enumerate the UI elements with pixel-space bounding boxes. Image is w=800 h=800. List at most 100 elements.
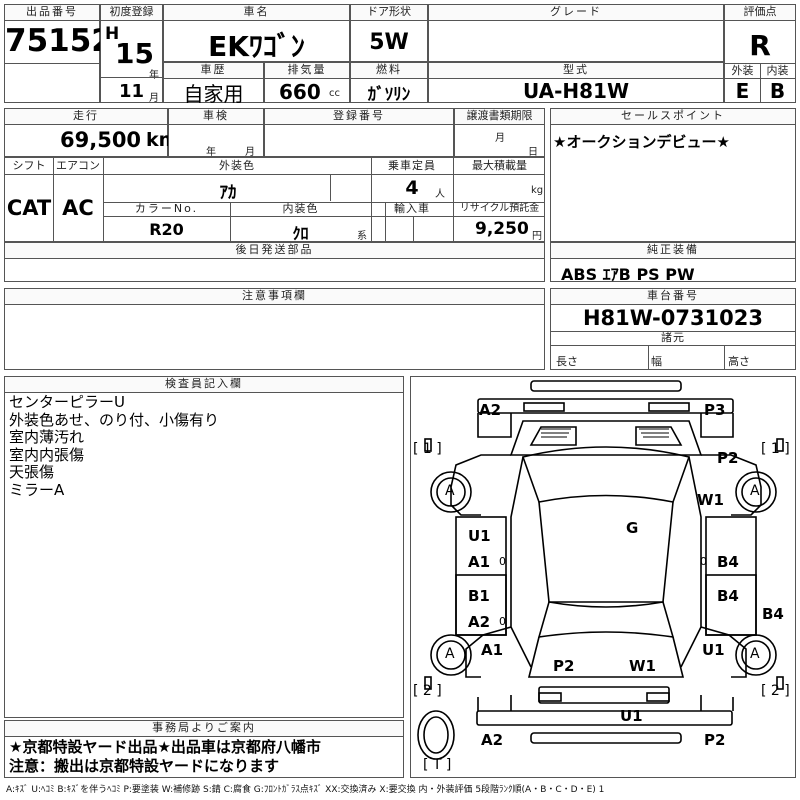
color-no-label: カラーNo. [134,202,199,215]
max-load-label: 最大積載量 [472,159,527,172]
mileage-label: 走行 [5,109,167,125]
aircon: AC [62,196,94,220]
bracket-t: [ T ] [423,757,452,773]
chassis-number: H81W-0731023 [582,306,764,330]
inspector-box: 検査員記入欄 センターピラーU 外装色あせ、のり付、小傷有り 室内薄汚れ 室内内… [4,376,404,718]
tyre-fr: A [750,483,760,499]
mark-fr-fender: W1 [697,491,724,509]
month-unit: 月 [149,93,159,104]
mark-rear-right: P2 [704,731,726,749]
genuine-equipment: ABS ｴｱB PS PW [561,265,695,284]
inspector-label: 検査員記入欄 [5,377,403,393]
bracket-2-left: [ 2 ] [413,683,442,699]
car-diagram: A2 P3 P2 W1 G U1 A1 B1 A2 B4 B4 B4 A1 U1… [410,376,796,778]
transfer-day-unit: 日 [528,147,538,158]
height-label: 高さ [728,355,750,368]
score-value: R [749,29,771,62]
first-reg-label: 初度登録 [101,5,162,21]
note-line: 外装色あせ、のり付、小傷有り [9,410,220,429]
int-score: B [769,79,786,103]
chassis-box: 車台番号 H81W-0731023 諸元 長さ 幅 高さ [550,288,796,370]
width-label: 幅 [651,355,662,368]
note-line: ミラーA [9,480,65,499]
reg-month: 11 [119,81,145,102]
lot-box: 出品番号 75152 [4,4,113,103]
later-parts-label: 後日発送部品 [5,243,544,259]
recycle-label: リサイクル預託金 [459,203,540,214]
model-box: 型式 UA-H81W [428,62,724,103]
shift-label: シフト [12,159,46,172]
aircon-label: エアコン [56,159,100,172]
genuine-label: 純正装備 [551,243,795,259]
shift: CAT [6,196,52,220]
capacity-label: 乗車定員 [388,159,436,172]
recycle-unit: 円 [532,231,542,242]
transfer-month-unit: 月 [495,133,505,144]
grade-label: グレード [429,5,723,21]
note-line: 天張傷 [9,463,55,481]
recycle: 9,250 [475,219,529,239]
year-unit: 年 [149,70,159,81]
legend: A:ｷｽﾞ U:ﾍｺﾐ B:ｷｽﾞを伴うﾍｺﾐ P:要塗装 W:補修跡 S:錆 … [6,785,605,795]
lot-label: 出品番号 [5,5,99,21]
mark-left-door-a: A1 [468,553,491,571]
door-type: 5W [369,30,409,55]
later-parts-box: 後日発送部品 [4,242,545,282]
ext-score-label: 外装 [731,64,754,77]
history-box: 車歴 自家用 [163,62,264,106]
genuine-box: 純正装備 ABS ｴｱB PS PW [550,242,796,284]
mileage-box: 走行 69,500 km [4,108,178,157]
displacement: 660 [279,80,321,104]
first-registration-box: 初度登録 H 15 年 11 月 [100,4,163,104]
mark-front-right: P3 [704,401,726,419]
pillar-mark-left-2: 0 [499,615,506,628]
car-name-label: 車名 [164,5,349,21]
score-box: 評価点 R 外装 内装 E B [724,4,796,103]
spec-label: 諸元 [661,331,685,344]
fuel-box: 燃料 ｶﾞｿﾘﾝ [350,62,428,105]
chassis-label: 車台番号 [551,289,795,305]
office-line: ★京都特設ヤード出品★出品車は京都府八幡市 [9,738,321,756]
ext-color-label: 外装色 [219,159,255,172]
door-label: ドア形状 [351,5,427,21]
score-label: 評価点 [725,5,795,21]
tyre-fl: A [445,483,455,499]
caution-label: 注意事項欄 [5,289,544,305]
mark-left-rear-a: A2 [468,613,491,631]
int-color-unit: 系 [357,231,367,242]
mark-rear-left: A2 [481,731,504,749]
door-box: ドア形状 5W [350,4,428,62]
mark-rear-w1: W1 [629,657,656,675]
grade-box: グレード [428,4,724,62]
mark-rear-bumper-u: U1 [620,707,643,725]
car-name-box: 車名 EKﾜｺﾞﾝ [163,4,350,63]
ext-color: ｱｶ [219,183,237,203]
capacity: 4 [405,177,419,199]
mark-fl-fender: P2 [717,449,739,467]
office-box: 事務局よりご案内 ★京都特設ヤード出品★出品車は京都府八幡市 注意：搬出は京都特… [4,720,404,778]
inspection-label: 車検 [169,109,263,125]
mark-right-door-b: B4 [717,553,739,571]
displacement-box: 排気量 660 cc [264,62,350,104]
int-color-label: 内装色 [282,202,319,215]
history: 自家用 [183,82,244,106]
reg-year: 15 [115,37,154,70]
sales-point-label: セールスポイント [551,109,795,125]
mark-left-rear-b: B1 [468,587,490,605]
displacement-label: 排気量 [265,63,349,79]
mark-right-rear-fender: U1 [702,641,725,659]
mark-right-quarter: B4 [762,605,784,623]
model-label: 型式 [429,63,723,79]
note-line: 室内内張傷 [9,445,85,464]
import-label: 輸入車 [394,202,430,215]
pillar-mark-left-1: 0 [499,555,506,568]
office-label: 事務局よりご案内 [5,721,403,737]
int-score-label: 内装 [766,64,789,77]
bracket-1-right: [ 1 ] [761,441,790,457]
length-label: 長さ [556,355,578,368]
caution-box: 注意事項欄 [4,288,545,370]
capacity-unit: 人 [435,189,445,200]
cc-unit: cc [329,88,340,99]
era: H [105,24,120,44]
transfer-box: 譲渡書類期限 月 日 [454,108,545,158]
